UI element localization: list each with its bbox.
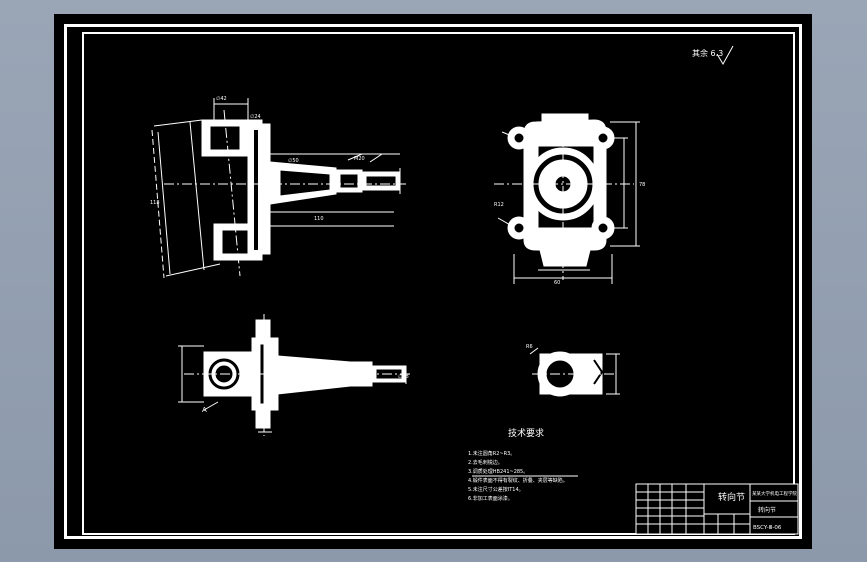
- drawing-sheet: 其余 6.3 技术要求 1.未注圆角R2~R3。 2.去毛刺锐边。 3.调质处理…: [54, 14, 812, 549]
- title-drawing-no: BSCY-Ⅲ-06: [753, 525, 782, 531]
- dim-11: R6: [526, 344, 533, 350]
- dim-1: ∅42: [216, 96, 227, 102]
- roughness-text: 其余 6.3: [692, 48, 723, 58]
- title-part-name-2: 转向节: [758, 506, 776, 514]
- inner-border: [82, 32, 795, 535]
- top-view: [178, 314, 410, 436]
- title-part-name: 转向节: [718, 491, 745, 503]
- outer-border: [64, 24, 802, 539]
- dim-2: ∅24: [250, 114, 261, 120]
- dim-4: M20: [354, 156, 365, 162]
- dim-5: ∅50: [288, 158, 299, 164]
- notes-title: 技术要求: [508, 427, 544, 439]
- note-4: 4.锻件表面不得有裂纹、折叠、夹层等缺陷。: [468, 477, 568, 484]
- front-view: [151, 98, 406, 279]
- dim-9: 78: [639, 182, 645, 188]
- dim-10: ∅28: [398, 374, 409, 380]
- note-2: 2.去毛刺锐边。: [468, 459, 503, 466]
- note-6: 6.非加工表面涂漆。: [468, 495, 513, 502]
- note-3: 3.调质处理HB241~285。: [468, 468, 528, 475]
- dim-6: R12: [494, 202, 504, 208]
- roughness-symbol: [716, 45, 734, 65]
- dim-3: 118: [150, 200, 160, 206]
- title-block: [635, 483, 799, 535]
- title-school: 某某大学机电工程学院: [752, 490, 797, 497]
- dim-7: 110: [314, 216, 324, 222]
- section-label-a: A: [202, 406, 207, 414]
- drawing-canvas: 其余 6.3 技术要求 1.未注圆角R2~R3。 2.去毛刺锐边。 3.调质处理…: [150, 45, 799, 535]
- note-1: 1.未注圆角R2~R3。: [468, 450, 515, 457]
- note-5: 5.未注尺寸公差按IT14。: [468, 486, 524, 493]
- dim-8: 60: [554, 280, 560, 286]
- side-view: [494, 113, 640, 284]
- section-view: [529, 347, 620, 397]
